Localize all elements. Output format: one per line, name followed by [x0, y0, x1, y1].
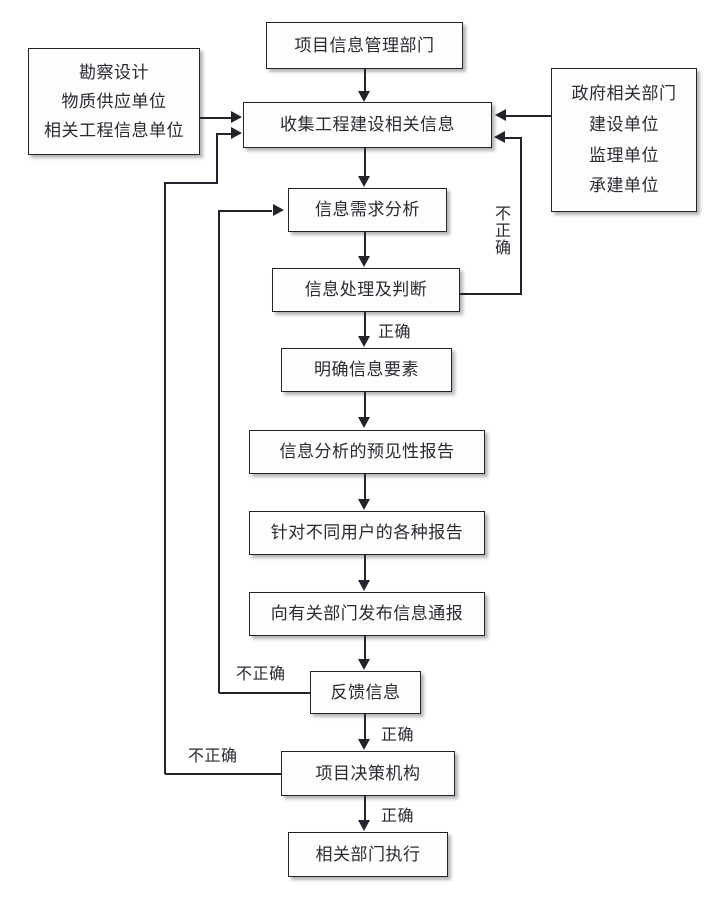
- edge-judge-incorrect-h: [460, 293, 522, 295]
- arrowhead-down: [358, 176, 370, 187]
- edge-decision-incorrect-h: [165, 773, 282, 775]
- edge-rightsources-to-collect: [506, 115, 552, 117]
- arrowhead-down: [358, 91, 370, 102]
- node-feedback-info[interactable]: 反馈信息: [310, 671, 421, 714]
- node-collect-info[interactable]: 收集工程建设相关信息: [243, 102, 492, 148]
- arrowhead-down: [358, 739, 370, 750]
- node-label: 针对不同用户的各种报告: [270, 523, 464, 543]
- node-label: 收集工程建设相关信息: [280, 115, 455, 135]
- left-source-line-1: 勘察设计: [79, 62, 149, 82]
- node-label: 明确信息要素: [314, 360, 419, 380]
- edge-demand-to-judge: [364, 232, 366, 257]
- edge-label-incorrect-feedback-loop: 不正确: [236, 666, 286, 683]
- arrowhead-left: [495, 109, 506, 121]
- node-label: 项目决策机构: [315, 763, 421, 783]
- arrowhead-down: [358, 659, 370, 670]
- edge-label-correct-after-judge: 正确: [378, 324, 412, 341]
- arrowhead-down: [358, 417, 370, 428]
- edge-userreports-to-publish: [364, 555, 366, 581]
- node-decision-body[interactable]: 项目决策机构: [281, 751, 455, 796]
- edge-decision-incorrect-v: [164, 182, 166, 774]
- edge-label-correct-after-feedback: 正确: [381, 727, 415, 744]
- edge-judge-incorrect-v: [520, 137, 522, 294]
- arrowhead-down: [358, 336, 370, 347]
- node-label: 相关部门执行: [315, 844, 421, 864]
- arrowhead-right: [273, 204, 284, 216]
- edge-label-incorrect-decision-loop: 不正确: [188, 748, 238, 765]
- node-project-info-dept[interactable]: 项目信息管理部门: [266, 22, 463, 69]
- edge-feedback-incorrect-h: [219, 692, 311, 694]
- node-label: 信息处理及判断: [304, 280, 428, 300]
- right-source-line-2: 建设单位: [589, 114, 659, 134]
- node-user-reports[interactable]: 针对不同用户的各种报告: [249, 511, 485, 555]
- edge-label-incorrect-right-loop: 不正确: [492, 205, 509, 256]
- edge-decision-incorrect-riser: [216, 133, 218, 183]
- right-source-line-4: 承建单位: [589, 176, 659, 196]
- node-label: 向有关部门发布信息通报: [270, 604, 464, 624]
- edge-projectinfo-to-collect: [364, 69, 366, 93]
- left-source-line-3: 相关工程信息单位: [44, 120, 184, 140]
- arrowhead-left: [494, 131, 505, 143]
- edge-decision-incorrect-top: [164, 182, 218, 184]
- edge-collect-to-demand: [364, 148, 366, 177]
- arrowhead-down: [358, 256, 370, 267]
- node-label: 反馈信息: [330, 682, 401, 702]
- right-source-line-1: 政府相关部门: [571, 84, 677, 104]
- edge-label-correct-after-decision: 正确: [381, 808, 415, 825]
- edge-feedback-incorrect-top: [218, 210, 272, 212]
- edge-judge-to-clarify: [364, 312, 366, 337]
- edge-decision-incorrect-into-collect: [216, 133, 232, 135]
- node-left-sources[interactable]: 勘察设计 物质供应单位 相关工程信息单位: [28, 48, 200, 155]
- node-publish-bulletin[interactable]: 向有关部门发布信息通报: [249, 592, 485, 636]
- arrowhead-down: [358, 499, 370, 510]
- arrowhead-down: [358, 580, 370, 591]
- node-label: 信息分析的预见性报告: [279, 442, 455, 462]
- node-dept-execute[interactable]: 相关部门执行: [288, 832, 448, 877]
- node-label: 信息需求分析: [315, 200, 420, 220]
- edge-decision-to-execute: [364, 796, 366, 821]
- edge-publish-to-feedback: [364, 636, 366, 660]
- node-right-sources[interactable]: 政府相关部门 建设单位 监理单位 承建单位: [551, 68, 697, 212]
- edge-leftsources-to-collect: [200, 117, 232, 119]
- left-source-line-2: 物质供应单位: [61, 91, 167, 111]
- edge-clarify-to-foresight: [364, 392, 366, 418]
- node-demand-analysis[interactable]: 信息需求分析: [288, 188, 447, 232]
- edge-feedback-to-decision: [364, 714, 366, 740]
- arrowhead-right: [231, 127, 242, 139]
- node-foresight-report[interactable]: 信息分析的预见性报告: [249, 430, 485, 474]
- node-process-judge[interactable]: 信息处理及判断: [272, 268, 460, 312]
- right-source-line-3: 监理单位: [589, 145, 659, 165]
- node-clarify-elements[interactable]: 明确信息要素: [281, 348, 452, 392]
- edge-feedback-incorrect-v: [218, 210, 220, 693]
- node-label: 项目信息管理部门: [294, 35, 435, 55]
- arrowhead-right: [231, 111, 242, 123]
- edge-judge-incorrect-top: [504, 137, 522, 139]
- arrowhead-down: [358, 820, 370, 831]
- edge-foresight-to-userreports: [364, 474, 366, 500]
